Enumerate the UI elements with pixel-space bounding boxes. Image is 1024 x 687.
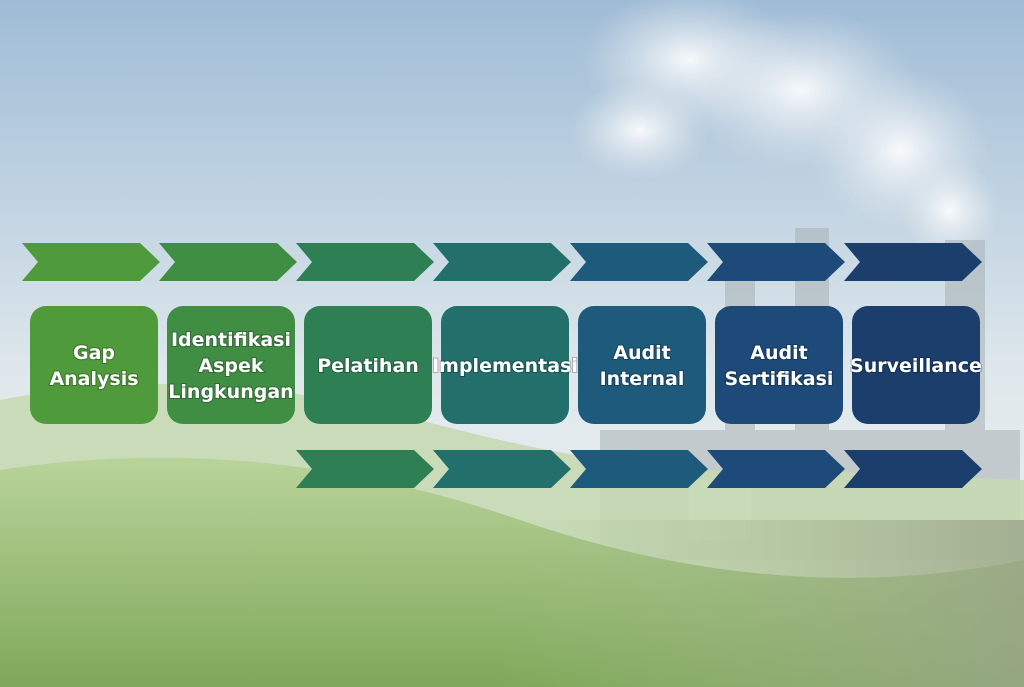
step-label: Lingkungan [168,381,293,403]
top-chevron-6 [707,243,845,281]
top-chevron-3 [296,243,434,281]
bottom-chevron-3 [296,450,434,488]
step-box-shape [30,306,158,424]
step-box-shape [167,306,295,424]
step-label: Aspek [198,355,264,377]
bottom-chevron-5 [570,450,708,488]
step-label: Pelatihan [317,355,419,377]
step-box-shape [715,306,843,424]
step-label: Surveillance [850,355,982,377]
step-box-shape [852,306,980,424]
step-label: Identifikasi [171,329,291,351]
bottom-chevron-7 [844,450,982,488]
smoke-cloud [570,0,1000,260]
top-chevron-2 [159,243,297,281]
bottom-chevron-4 [433,450,571,488]
step-label: Sertifikasi [725,368,834,390]
step-label: Audit [613,342,670,364]
top-chevron-5 [570,243,708,281]
step-box-shape [578,306,706,424]
top-chevron-1 [22,243,160,281]
step-box-7: Surveillance [849,306,983,424]
bottom-chevron-6 [707,450,845,488]
step-label: Implementasi [432,355,578,377]
step-label: Gap [73,342,115,364]
ground-shade [500,520,1024,687]
step-label: Audit [750,342,807,364]
step-label: Internal [600,368,685,390]
top-chevron-7 [844,243,982,281]
step-box-shape [304,306,432,424]
step-box-4: Implementasi [431,306,579,424]
step-box-shape [441,306,569,424]
top-chevron-4 [433,243,571,281]
step-label: Analysis [49,368,138,390]
step-box-3: Pelatihan [304,306,432,424]
